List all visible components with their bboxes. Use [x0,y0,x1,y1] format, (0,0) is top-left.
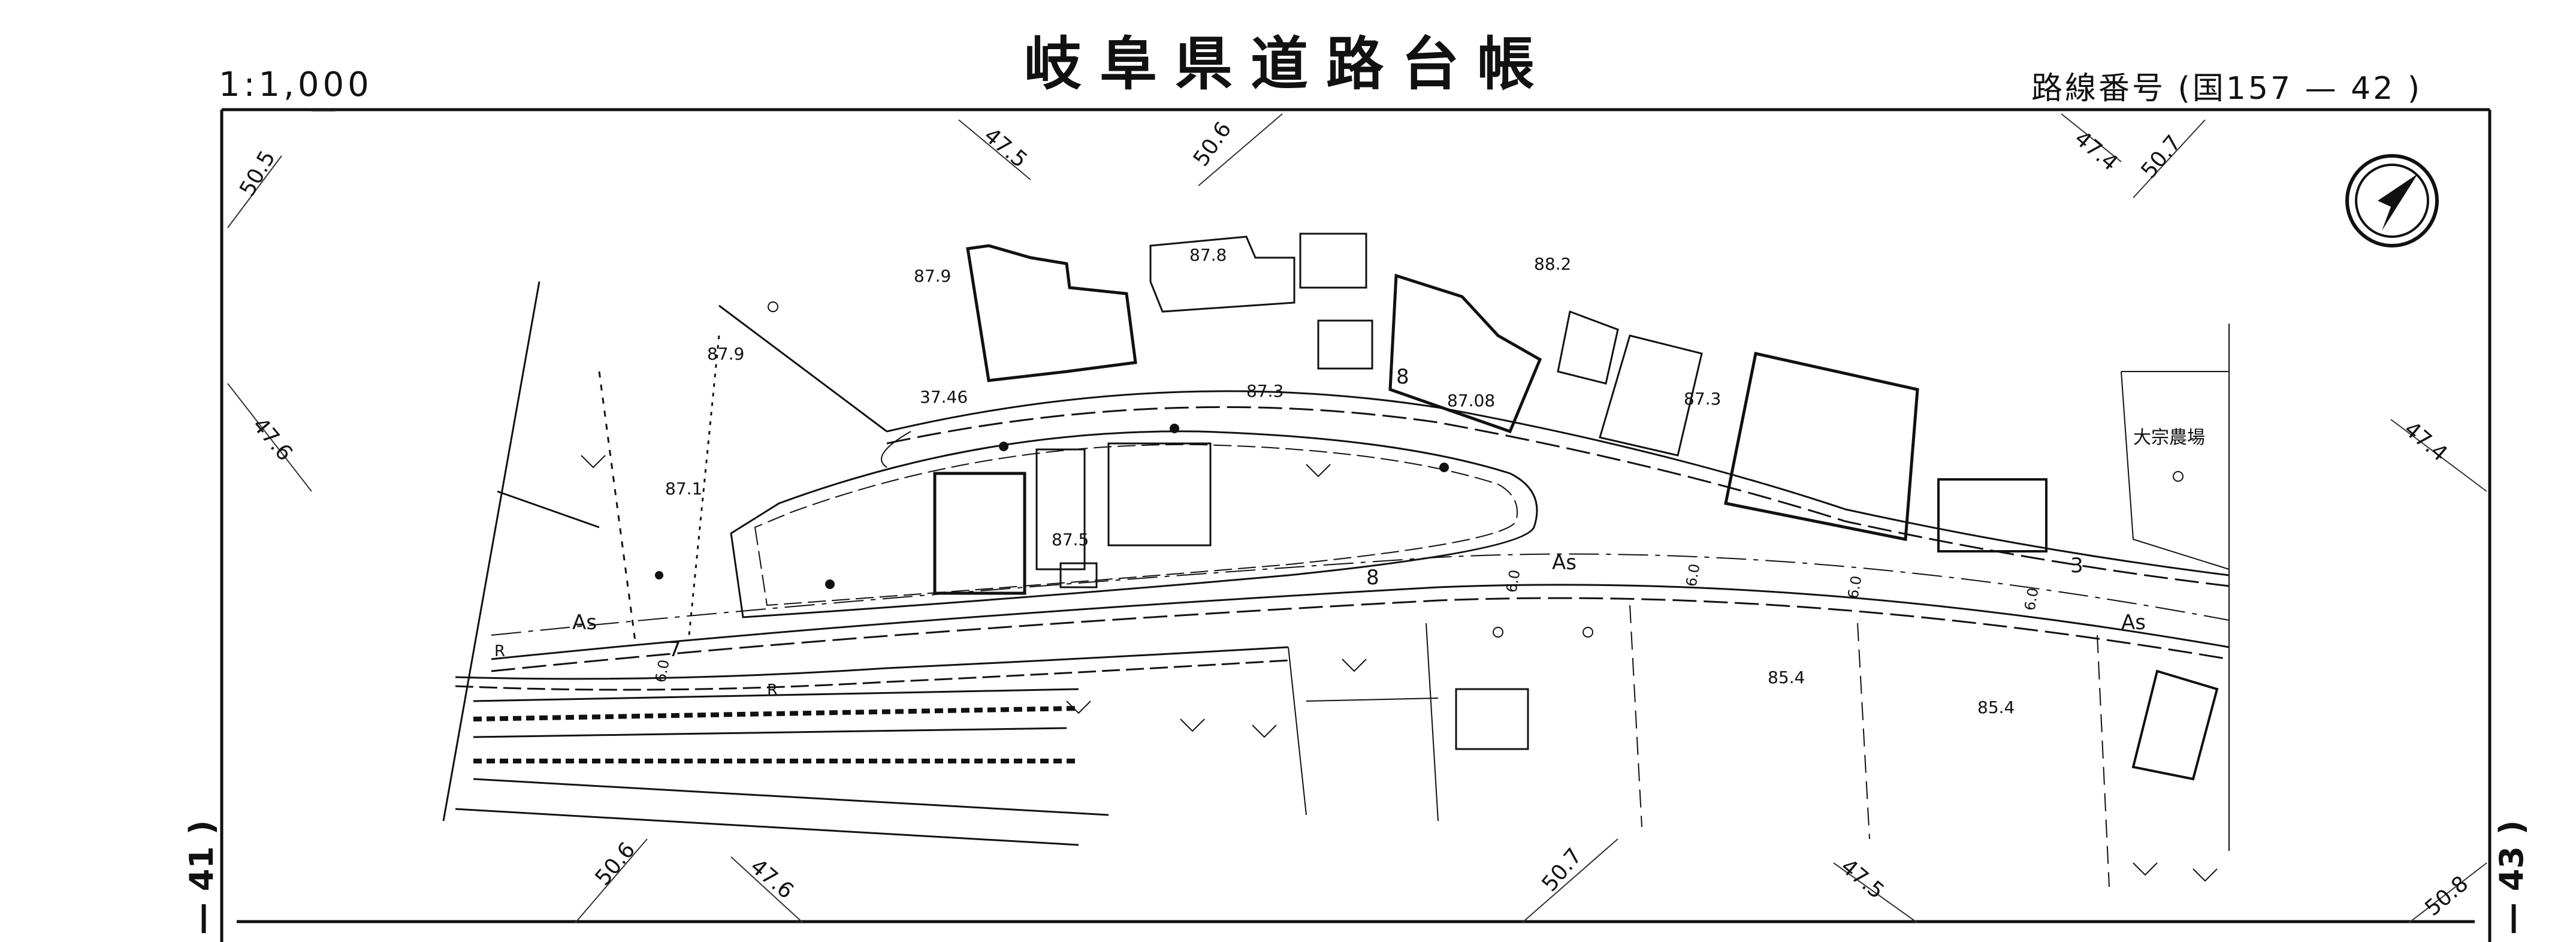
road-island [730,430,1538,618]
elevation-label: 87.08 [1447,391,1495,410]
contour-label: 47.6 [745,854,798,904]
railway-band [455,688,1109,846]
elevation-label: 87.1 [665,479,702,499]
elevation-label: 87.8 [1189,245,1227,265]
contour-label: 47.5 [979,123,1032,173]
contour-label: 47.4 [2070,126,2122,176]
contour-label: 50.7 [1537,844,1587,896]
elevation-label: 87.3 [1684,389,1721,409]
contour-labels: 50.5 47.5 50.6 47.4 50.7 47.6 47.4 50.6 … [235,117,2473,921]
width-label: 6.0 [1503,569,1523,594]
station-number: 8 [1366,566,1379,590]
elevation-label: 85.4 [1768,668,1805,687]
elevation-label: 87.5 [1052,530,1089,550]
north-arrow-icon [2345,154,2439,247]
buildings [933,233,2219,781]
contour-label: 50.6 [1189,117,1237,171]
width-label: 6.0 [1683,563,1703,588]
width-label: 6.0 [1844,575,1865,600]
main-road [455,390,2230,691]
elevation-label: 85.4 [1977,698,2015,717]
property-lines [1288,324,2230,887]
width-label: 6.0 [652,659,672,684]
vegetation-symbols [581,301,2218,882]
surface-label: As [2121,611,2146,635]
contour-label: 50.8 [2420,871,2473,921]
railway-label: R [767,681,778,699]
surface-label: As [1552,551,1577,575]
sheet-link-right[interactable]: — 43 ) [2493,820,2530,935]
route-number: 路線番号 (国157 — 42 ) [2031,71,2422,107]
railway-label: R [494,642,505,660]
page-title: 岐阜県道路台帳 [1024,31,1553,98]
sheet-link-left[interactable]: — 41 ) [183,820,221,935]
station-number: 7 [668,638,681,662]
elevation-label: 87.3 [1246,381,1284,401]
surface-label: As [572,611,597,635]
map-frame [220,108,2492,942]
contour-label: 47.6 [247,413,297,466]
station-number: 3 [2070,554,2083,578]
map-markers [655,424,1449,589]
elevation-label: 87.9 [707,344,744,364]
road-labels: As As As R R 8 8 7 3 6.0 6.0 6.0 6.0 6.0 [494,365,2146,699]
left-boundary [442,281,887,822]
station-number: 8 [1396,365,1409,389]
elevation-label: 87.9 [914,266,951,286]
contour-label: 50.7 [2136,131,2186,183]
place-label-farm: 大宗農場 [2133,427,2205,448]
contour-lines [227,110,2487,923]
elevation-label: 88.2 [1534,254,1571,274]
elevation-labels: 87.9 87.8 88.2 87.9 37.46 87.3 87.08 87.… [665,245,2015,717]
scale-label: 1:1,000 [219,65,373,104]
elevation-label: 37.46 [920,387,968,407]
width-label: 6.0 [2021,587,2042,612]
contour-label: 50.6 [590,838,640,890]
contour-label: 50.5 [235,147,280,201]
